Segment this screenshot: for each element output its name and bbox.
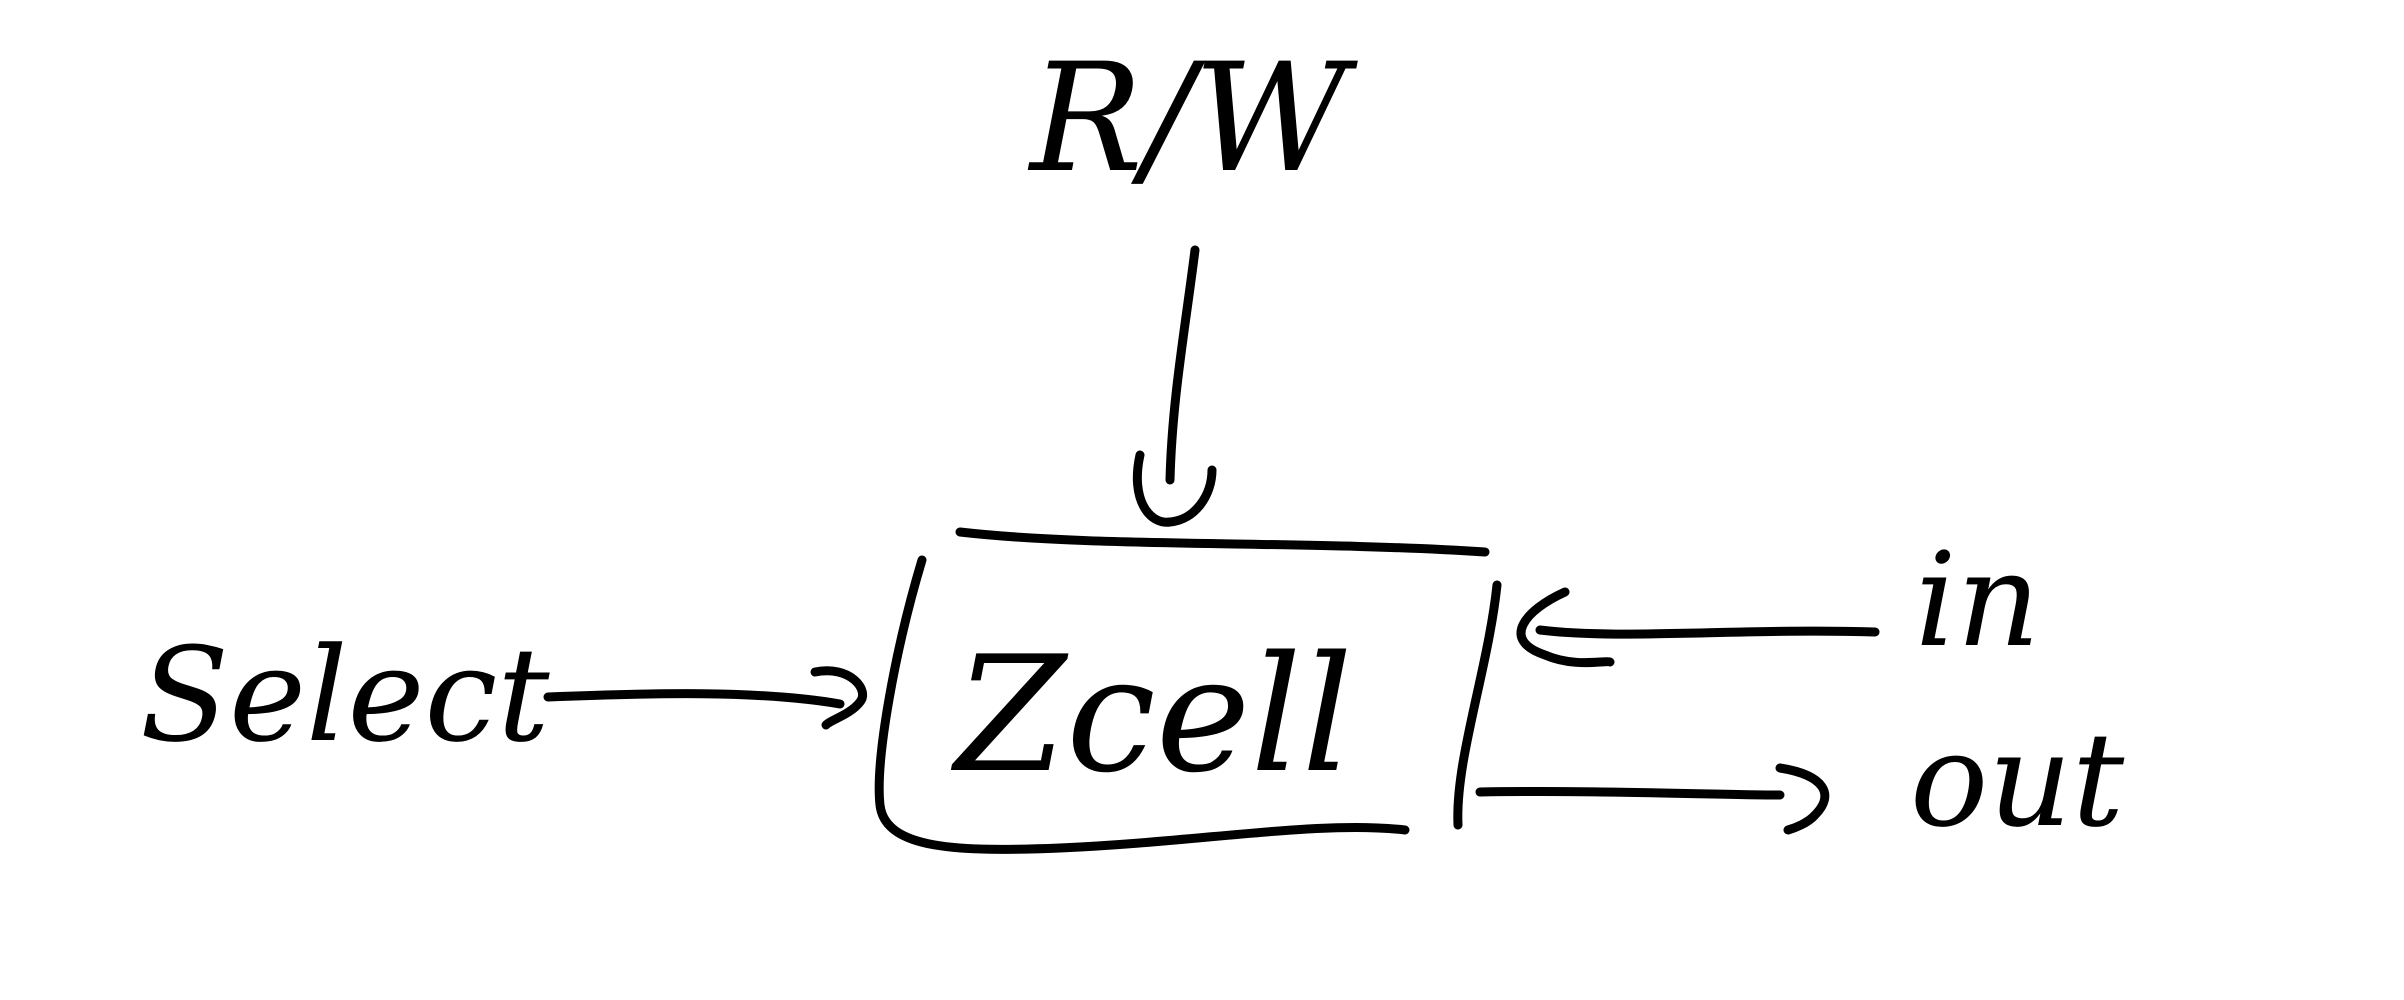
select-arrow	[543, 666, 868, 730]
cell-box-left-edge	[874, 555, 1065, 854]
select-arrow-head	[810, 666, 868, 730]
out-label: out	[1910, 704, 2125, 856]
out-arrow	[1475, 763, 1830, 835]
select-arrow-shaft	[543, 689, 845, 709]
out-arrow-head	[1775, 763, 1830, 835]
in-arrow-shaft	[1535, 625, 1880, 639]
cell-box-top-edge	[955, 527, 1490, 557]
in-label: in	[1915, 524, 2040, 676]
in-arrow-head	[1516, 587, 1615, 668]
rw-label: R/W	[1027, 32, 1358, 206]
select-label: Select	[140, 619, 550, 771]
box-label: Zcell	[950, 621, 1353, 808]
rw-arrow-head	[1132, 450, 1217, 527]
cell-box-right-edge	[1453, 580, 1502, 830]
out-arrow-shaft	[1475, 787, 1785, 800]
cell-box	[874, 527, 1502, 854]
in-arrow	[1516, 587, 1880, 668]
cell-box-bottom-edge	[1055, 822, 1410, 853]
rw-arrow-shaft	[1165, 245, 1200, 485]
rw-arrow	[1132, 245, 1217, 527]
